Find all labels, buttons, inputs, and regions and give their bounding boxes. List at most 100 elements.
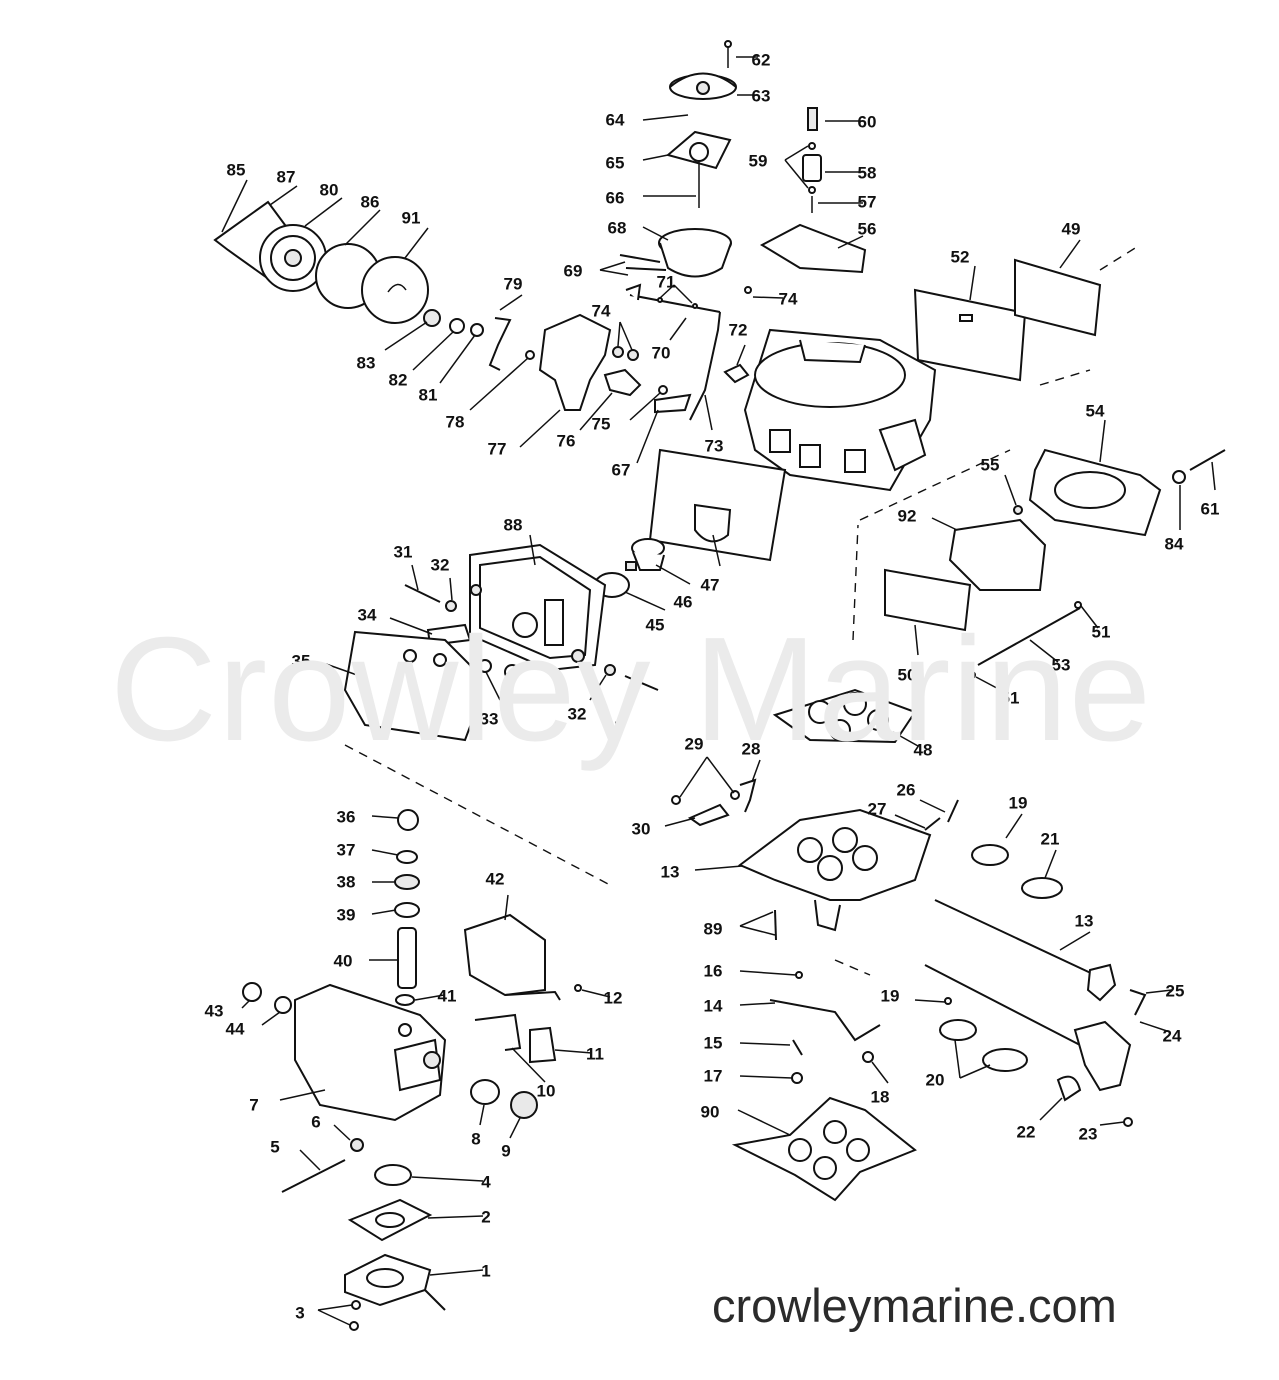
gasket-6 bbox=[350, 1138, 364, 1152]
callout-c56: 56 bbox=[858, 219, 877, 238]
callout-c3: 3 bbox=[295, 1303, 304, 1322]
screw-69b bbox=[625, 267, 667, 271]
washer-37 bbox=[396, 850, 418, 864]
callout-c37: 37 bbox=[337, 840, 356, 859]
callout-c64: 64 bbox=[606, 110, 625, 129]
screw-31a bbox=[404, 584, 441, 603]
callout-c42: 42 bbox=[486, 869, 505, 888]
clip-72 bbox=[723, 363, 750, 384]
callout-c77: 77 bbox=[488, 439, 507, 458]
callout-c66: 66 bbox=[606, 188, 625, 207]
plug-43 bbox=[242, 982, 262, 1002]
callout-c51a: 51 bbox=[1092, 622, 1111, 641]
callout-c70: 70 bbox=[652, 343, 671, 362]
callout-c13b: 13 bbox=[1075, 911, 1094, 930]
callout-c18: 18 bbox=[871, 1087, 890, 1106]
link-67 bbox=[654, 393, 692, 414]
callout-c31b: 31 bbox=[605, 716, 624, 735]
gasket-44 bbox=[274, 996, 292, 1014]
lever-14 bbox=[769, 999, 881, 1042]
spring-27 bbox=[924, 817, 941, 831]
needle-seat-46 bbox=[625, 538, 665, 571]
callout-c76: 76 bbox=[557, 431, 576, 450]
plate-20a bbox=[939, 1019, 977, 1041]
secondary-housing-54 bbox=[1028, 448, 1162, 537]
seal-39 bbox=[394, 902, 420, 918]
callout-c75: 75 bbox=[592, 414, 611, 433]
callout-c21: 21 bbox=[1041, 829, 1060, 848]
screw-60 bbox=[807, 107, 818, 131]
callout-c23: 23 bbox=[1079, 1124, 1098, 1143]
spacer-83 bbox=[423, 309, 441, 327]
callout-c82: 82 bbox=[389, 370, 408, 389]
callout-c19b: 19 bbox=[881, 986, 900, 1005]
clip-74b bbox=[744, 286, 752, 294]
callout-c47: 47 bbox=[701, 575, 720, 594]
shaft-14 bbox=[924, 964, 1081, 1046]
callout-c20: 20 bbox=[926, 1070, 945, 1089]
plate-20b bbox=[982, 1048, 1028, 1072]
ring-81 bbox=[470, 323, 484, 337]
choke-housing-cover bbox=[669, 40, 737, 100]
callout-c62: 62 bbox=[752, 50, 771, 69]
choke-housing-77 bbox=[538, 313, 612, 411]
callout-c30: 30 bbox=[632, 819, 651, 838]
callout-c69: 69 bbox=[564, 261, 583, 280]
callout-c89: 89 bbox=[704, 919, 723, 938]
nut-74 bbox=[612, 346, 624, 358]
callout-c80: 80 bbox=[320, 180, 339, 199]
oring-41 bbox=[395, 994, 415, 1006]
callout-c86: 86 bbox=[361, 192, 380, 211]
callout-c55: 55 bbox=[981, 455, 1000, 474]
gasket-52 bbox=[913, 288, 1027, 382]
air-horn-cover-68 bbox=[658, 228, 732, 278]
screw-89 bbox=[774, 909, 777, 941]
lever-76 bbox=[603, 368, 642, 397]
lever-79 bbox=[488, 317, 512, 371]
clip-71b bbox=[692, 303, 698, 309]
base-gasket-48 bbox=[772, 688, 917, 744]
screw-5 bbox=[281, 1159, 346, 1193]
callout-c27: 27 bbox=[868, 799, 887, 818]
jet-33a bbox=[478, 659, 492, 673]
nut-18 bbox=[862, 1051, 874, 1063]
plate-21 bbox=[1021, 877, 1063, 899]
callout-c13a: 13 bbox=[661, 862, 680, 881]
hinge-10 bbox=[474, 1013, 522, 1051]
callout-c25: 25 bbox=[1166, 981, 1185, 1000]
callout-c36: 36 bbox=[337, 807, 356, 826]
callout-c73: 73 bbox=[705, 436, 724, 455]
washer-59b bbox=[808, 186, 816, 194]
screw-29a bbox=[671, 795, 681, 805]
callout-c91: 91 bbox=[402, 208, 421, 227]
plate-91 bbox=[361, 256, 429, 324]
link-25 bbox=[1129, 989, 1147, 1016]
oring-51a bbox=[1074, 601, 1082, 609]
spring-15 bbox=[792, 1039, 803, 1056]
screw-31b bbox=[624, 675, 659, 691]
pin-78 bbox=[525, 350, 535, 360]
bolt-61 bbox=[1189, 449, 1226, 471]
plate-1 bbox=[344, 1253, 446, 1311]
screw-69a bbox=[619, 254, 661, 263]
gasket-50 bbox=[884, 568, 972, 632]
base-gasket-90 bbox=[731, 1096, 917, 1202]
callout-c33: 33 bbox=[480, 709, 499, 728]
parts-drawing bbox=[213, 40, 1226, 1331]
seal-38 bbox=[394, 874, 420, 890]
callout-c83: 83 bbox=[357, 353, 376, 372]
gasket-56 bbox=[759, 223, 867, 274]
callout-c50: 50 bbox=[898, 665, 917, 684]
callout-c74a: 74 bbox=[592, 301, 611, 320]
callout-c43: 43 bbox=[205, 1001, 224, 1020]
callout-c24: 24 bbox=[1163, 1026, 1182, 1045]
block-92 bbox=[948, 518, 1047, 591]
diaphragm-65 bbox=[689, 142, 709, 162]
callout-c71: 71 bbox=[657, 272, 676, 291]
callout-c51b: 51 bbox=[1001, 688, 1020, 707]
callout-c4: 4 bbox=[481, 1172, 491, 1191]
callout-c52: 52 bbox=[951, 247, 970, 266]
callout-c22: 22 bbox=[1017, 1122, 1036, 1141]
callout-c48: 48 bbox=[914, 740, 933, 759]
callout-c7: 7 bbox=[249, 1095, 258, 1114]
